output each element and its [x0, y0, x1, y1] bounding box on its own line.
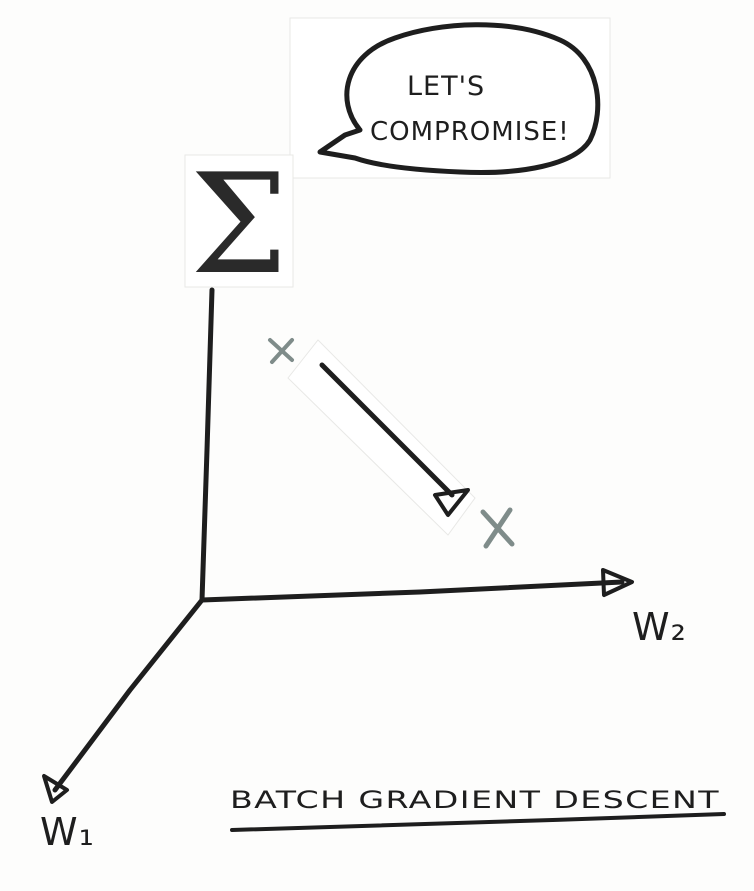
w2-axis-label: W₂	[632, 605, 687, 649]
caption-text: BATCH GRADIENT DESCENT	[230, 786, 720, 814]
speech-bubble-line1: LET'S	[407, 71, 485, 102]
horizontal-axis-arrowhead	[601, 568, 634, 597]
diagonal-axis-arrowhead	[42, 774, 69, 804]
sigma-symbol: Σ	[190, 144, 288, 305]
axes	[42, 287, 634, 804]
horizontal-axis	[199, 579, 625, 603]
gradient-step-arrow	[287, 339, 476, 536]
caption-underline	[230, 812, 726, 832]
w1-axis-label: W₁	[40, 810, 95, 854]
sigma-card: Σ	[184, 144, 294, 305]
caption-group: BATCH GRADIENT DESCENT	[230, 786, 726, 832]
end-point-marker	[480, 507, 515, 549]
speech-bubble: LET'S COMPROMISE!	[289, 17, 611, 179]
start-point-marker	[268, 338, 294, 364]
speech-bubble-line2: COMPROMISE!	[370, 117, 570, 147]
diagonal-axis	[52, 597, 205, 793]
step-arrow-shaft	[319, 362, 455, 498]
vertical-axis	[199, 287, 215, 603]
step-arrow-head	[433, 488, 470, 517]
